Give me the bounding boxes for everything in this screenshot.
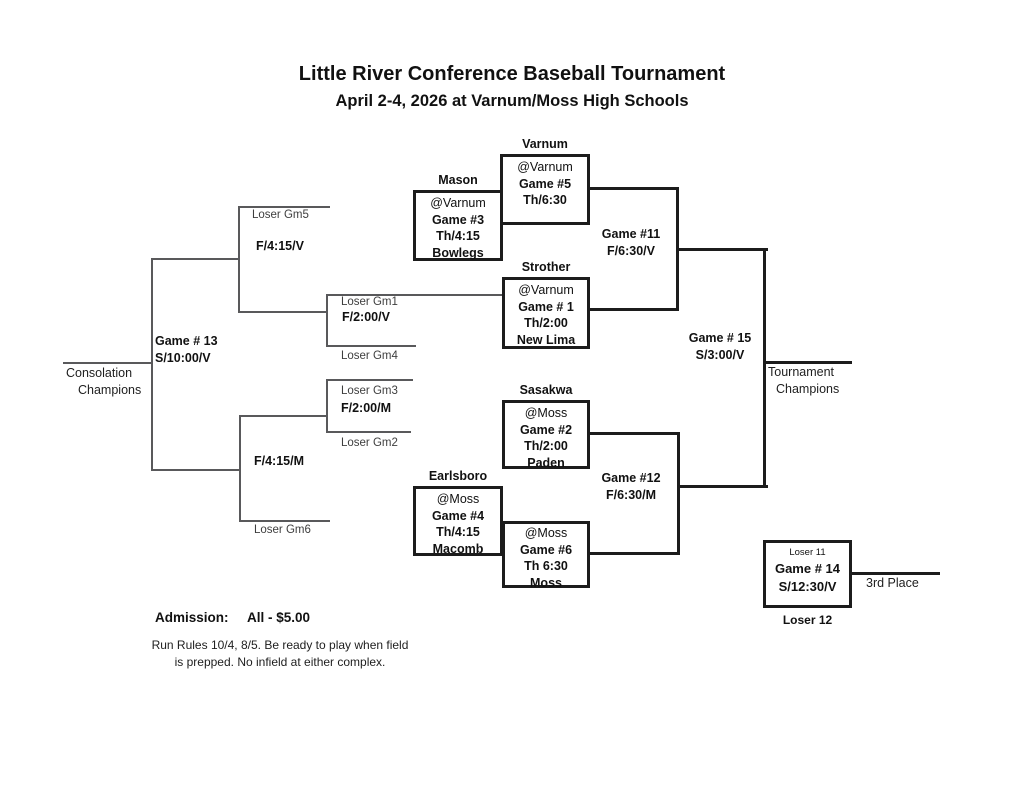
- game3-name: Game #3: [431, 212, 485, 227]
- game3-site: @Varnum: [430, 196, 486, 210]
- page-title: Little River Conference Baseball Tournam…: [298, 63, 726, 85]
- game6-box: @Moss Game #6 Th 6:30 Moss: [502, 521, 590, 590]
- page-subtitle: April 2-4, 2026 at Varnum/Moss High Scho…: [335, 92, 689, 110]
- consolation-quarter-top-time: F/2:00/V: [342, 310, 390, 324]
- consolation-quarter-bottom-time: F/2:00/M: [341, 401, 392, 415]
- consolation-semi-bottom-bracket-line: [239, 415, 241, 522]
- game1-box: @Varnum Game # 1 Th/2:00 New Lima: [502, 277, 590, 349]
- game5-site: @Varnum: [517, 160, 573, 174]
- game11-winner-line: [676, 248, 768, 251]
- game3-box: @Varnum Game #3 Th/4:15 Bowlegs: [413, 190, 503, 261]
- game12-name: Game #12: [601, 471, 661, 485]
- consolation-quarter-bottom-winner-line: [239, 415, 326, 417]
- game4-name: Game #4: [431, 508, 485, 523]
- consolation-semi-top-bracket-line: [238, 206, 240, 313]
- tournament-champions-line2: Champions: [776, 382, 840, 396]
- consolation-quarter-bottom-bracket-line: [326, 379, 328, 433]
- consolation-champions-line1: Consolation: [66, 366, 133, 380]
- game13-bracket-line: [151, 258, 153, 471]
- game6-time: Th 6:30: [524, 559, 568, 573]
- team-earlsboro: Earlsboro: [428, 469, 488, 483]
- third-place-winner-line: [849, 572, 940, 575]
- slot-loser-gm3: Loser Gm3: [341, 385, 398, 397]
- game11-name: Game #11: [601, 227, 661, 241]
- game1-site: @Varnum: [518, 283, 574, 297]
- consolation-semi-bottom-winner-line: [151, 469, 239, 471]
- third-place-label: 3rd Place: [866, 576, 919, 590]
- slot-loser-gm6: Loser Gm6: [254, 524, 311, 536]
- game12-bracket-line: [677, 432, 680, 555]
- slot-loser-gm1: Loser Gm1: [341, 296, 398, 308]
- consolation-semi-top-winner-line: [151, 258, 238, 260]
- game5-box: @Varnum Game #5 Th/6:30: [500, 154, 590, 225]
- game15-label: Game # 15 S/3:00/V: [682, 330, 758, 363]
- game15-name: Game # 15: [688, 331, 752, 345]
- loser-gm5-line: [238, 206, 330, 208]
- consolation-semi-top-time: F/4:15/V: [256, 239, 304, 253]
- consolation-quarter-top-bracket-line: [326, 294, 328, 347]
- team-moss: Moss: [530, 575, 562, 590]
- game5-winner-line: [588, 187, 679, 190]
- loser-gm3-line: [326, 379, 413, 381]
- game3-time: Th/4:15: [436, 229, 480, 243]
- game1-winner-line: [588, 308, 679, 311]
- consolation-quarter-top-winner-line: [238, 311, 328, 313]
- game6-name: Game #6: [519, 542, 573, 557]
- slot-loser-gm2: Loser Gm2: [341, 437, 398, 449]
- team-sasakwa: Sasakwa: [519, 383, 573, 397]
- game1-time: Th/2:00: [524, 316, 568, 330]
- game11-label: Game #11 F/6:30/V: [593, 226, 669, 259]
- game1-name: Game # 1: [518, 299, 574, 314]
- loser-gm2-line: [326, 431, 411, 433]
- team-varnum: Varnum: [522, 137, 568, 151]
- loser-gm4-line: [326, 345, 416, 347]
- game12-winner-line: [677, 485, 768, 488]
- slot-loser-gm5: Loser Gm5: [252, 209, 309, 221]
- team-macomb: Macomb: [432, 541, 484, 556]
- game2-time: Th/2:00: [524, 439, 568, 453]
- game13-name: Game # 13: [155, 334, 218, 348]
- game15-time: S/3:00/V: [695, 347, 745, 362]
- game4-time: Th/4:15: [436, 525, 480, 539]
- game2-name: Game #2: [519, 422, 573, 437]
- game4-site: @Moss: [436, 492, 480, 506]
- game14-time: S/12:30/V: [778, 578, 837, 594]
- tournament-champions-line1: Tournament: [768, 365, 835, 379]
- game6-site: @Moss: [524, 526, 568, 540]
- champion-line: [763, 361, 852, 364]
- admission-value: All - $5.00: [247, 610, 311, 625]
- game12-label: Game #12 F/6:30/M: [593, 470, 669, 503]
- game5-name: Game #5: [518, 176, 572, 191]
- consolation-semi-bottom-time: F/4:15/M: [254, 454, 305, 468]
- slot-loser-gm4: Loser Gm4: [341, 350, 398, 362]
- game15-bracket-line: [763, 248, 766, 488]
- game14-box: Loser 11 Game # 14 S/12:30/V: [763, 540, 852, 608]
- team-paden: Paden: [527, 455, 565, 470]
- slot-loser-12: Loser 12: [782, 613, 833, 627]
- slot-loser-11: Loser 11: [789, 547, 826, 558]
- game6-winner-line: [588, 552, 680, 555]
- team-mason: Mason: [438, 173, 478, 187]
- game2-winner-line: [588, 432, 680, 435]
- team-bowlegs: Bowlegs: [432, 245, 484, 260]
- loser-gm1-line: [326, 294, 502, 296]
- game14-name: Game # 14: [774, 561, 841, 576]
- game2-box: @Moss Game #2 Th/2:00 Paden: [502, 400, 590, 470]
- game11-time: F/6:30/V: [607, 243, 655, 258]
- rules-note-line1: Run Rules 10/4, 8/5. Be ready to play wh…: [151, 638, 409, 652]
- consolation-champions-line2: Champions: [78, 383, 142, 397]
- team-new-lima: New Lima: [516, 332, 576, 347]
- rules-note-line2: is prepped. No infield at either complex…: [174, 654, 386, 669]
- game13-label: Game # 13 S/10:00/V: [155, 333, 218, 366]
- game13-time: S/10:00/V: [155, 350, 211, 365]
- loser-gm6-line: [239, 520, 330, 522]
- game2-site: @Moss: [524, 406, 568, 420]
- rules-note: Run Rules 10/4, 8/5. Be ready to play wh…: [130, 637, 430, 670]
- game12-time: F/6:30/M: [605, 487, 656, 502]
- admission-label: Admission:: [155, 610, 229, 625]
- game5-time: Th/6:30: [523, 193, 567, 207]
- game4-box: @Moss Game #4 Th/4:15 Macomb: [413, 486, 503, 556]
- consolation-champion-line: [63, 362, 151, 364]
- team-strother: Strother: [521, 260, 571, 274]
